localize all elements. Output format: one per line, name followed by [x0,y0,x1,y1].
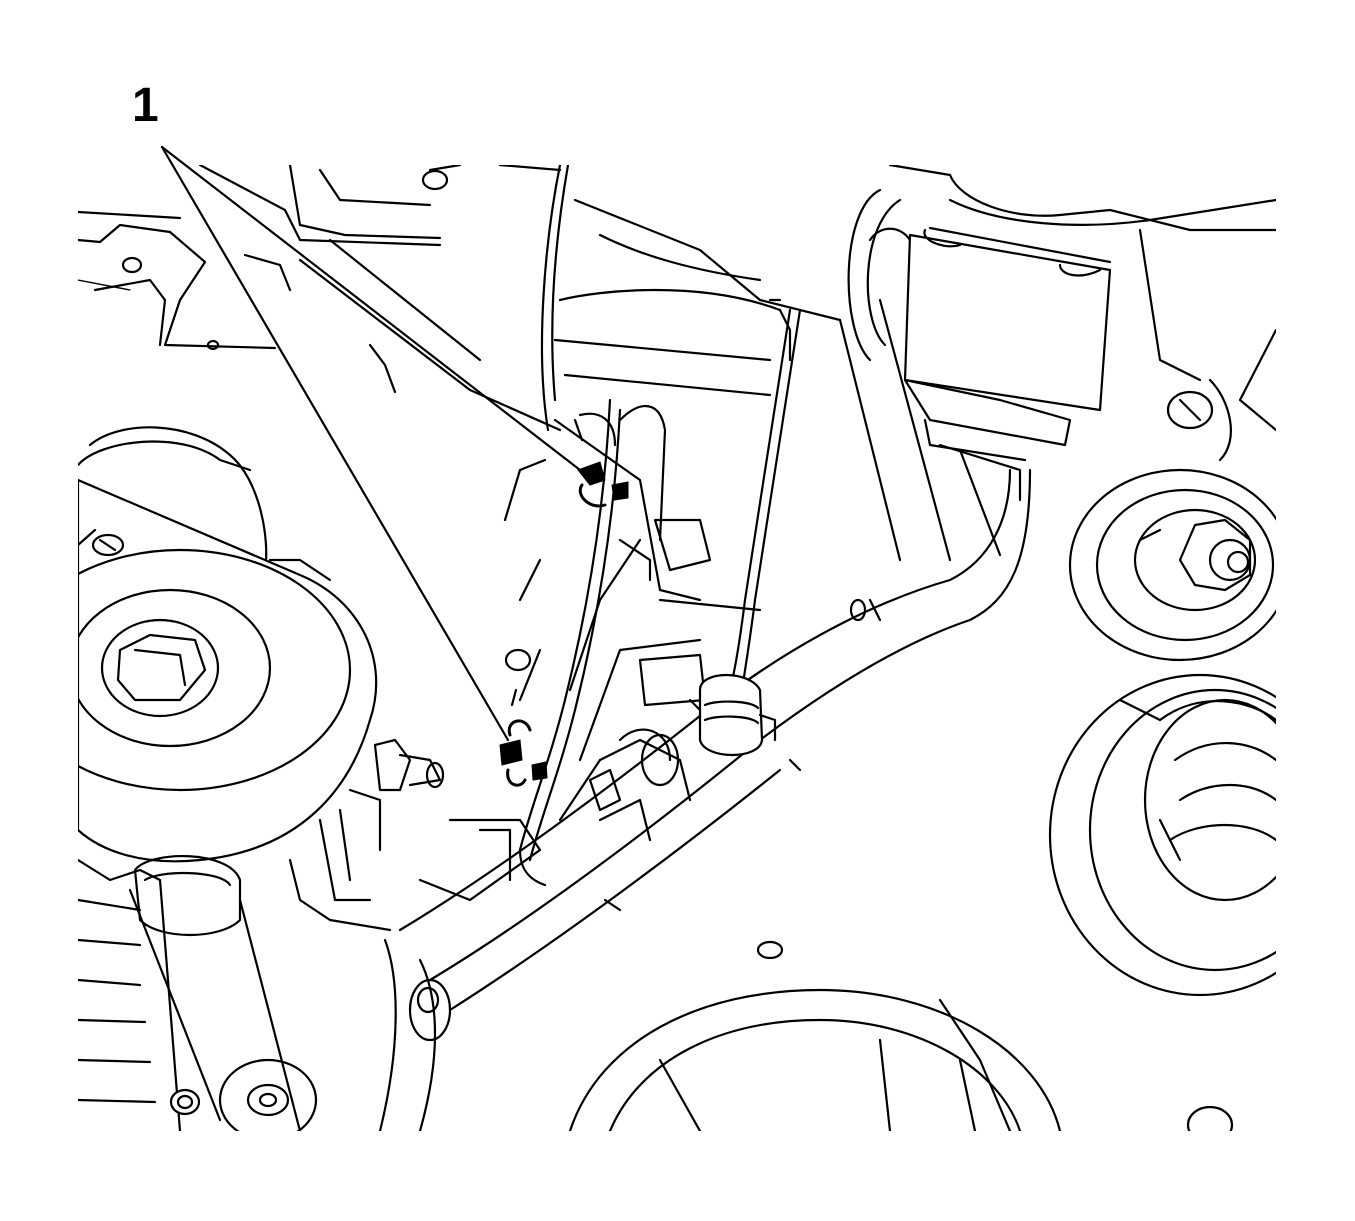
sensor-harness [688,298,802,757]
upper-bushing [847,165,1276,502]
lower-left-knuckle [78,855,392,1131]
center-bolt-cluster [318,738,542,1131]
brake-line [518,398,622,887]
central-channel [503,165,842,762]
bottom-spring-pocket [568,940,1234,1131]
right-mount-bushing [1068,468,1276,662]
lower-right-spring-seat [1048,673,1276,997]
callout-1-label: 1 [132,79,159,132]
callout-1-leaders [160,145,582,742]
brake-line-clip-lower [499,688,548,787]
knuckle-fittings [558,728,692,842]
lower-control-arm [398,298,1032,1012]
left-trailing-link [78,426,378,863]
diagonal-beam [298,238,562,432]
upper-left-bracket [78,165,562,394]
brake-line-clip-upper [573,418,629,508]
